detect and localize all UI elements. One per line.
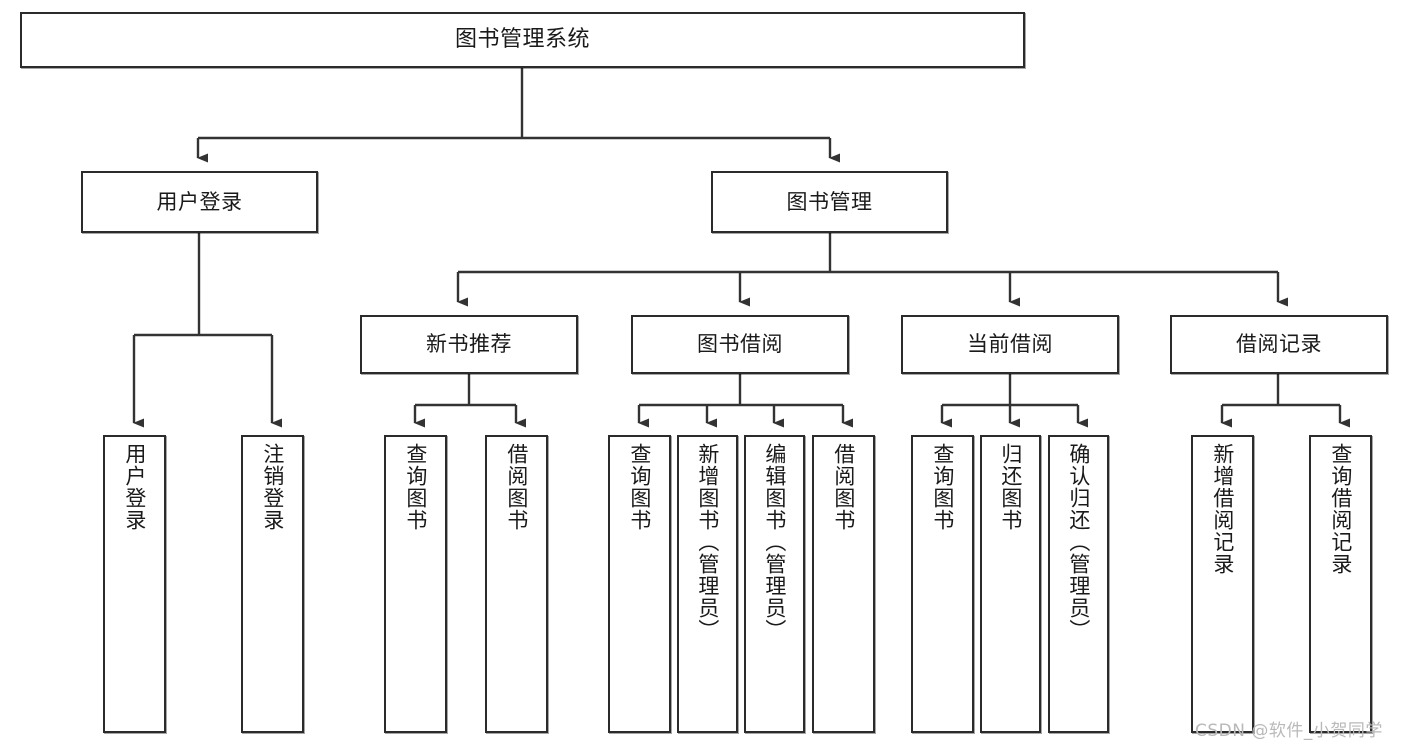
node-leaf-edit-book-label: 编辑图书（管理员）	[762, 443, 787, 641]
node-leaf-query-book-2-label: 查询图书	[627, 443, 652, 531]
node-user-login[interactable]: 用户登录	[81, 171, 318, 233]
node-book-management-label: 图书管理	[786, 189, 873, 214]
node-leaf-confirm-return-label: 确认归还（管理员）	[1066, 443, 1091, 641]
node-leaf-user-login-label: 用户登录	[122, 443, 147, 531]
node-leaf-add-book-label: 新增图书（管理员）	[695, 443, 720, 641]
node-root[interactable]: 图书管理系统	[20, 12, 1025, 68]
node-leaf-borrow-book-1-label: 借阅图书	[504, 443, 529, 531]
node-leaf-logout-login[interactable]: 注销登录	[241, 435, 304, 733]
node-current-borrow-label: 当前借阅	[967, 332, 1053, 356]
node-leaf-query-record[interactable]: 查询借阅记录	[1309, 435, 1372, 733]
node-leaf-query-book-1[interactable]: 查询图书	[384, 435, 447, 733]
node-user-login-label: 用户登录	[156, 189, 243, 214]
node-leaf-add-book[interactable]: 新增图书（管理员）	[677, 435, 738, 733]
node-leaf-return-book-label: 归还图书	[998, 443, 1023, 531]
node-leaf-return-book[interactable]: 归还图书	[980, 435, 1041, 733]
node-borrow-record[interactable]: 借阅记录	[1170, 315, 1388, 374]
node-leaf-query-book-3-label: 查询图书	[930, 443, 955, 531]
node-book-borrow-label: 图书借阅	[697, 332, 783, 356]
node-current-borrow[interactable]: 当前借阅	[901, 315, 1119, 374]
node-leaf-borrow-book-2[interactable]: 借阅图书	[812, 435, 875, 733]
node-root-label: 图书管理系统	[454, 27, 590, 52]
node-leaf-confirm-return[interactable]: 确认归还（管理员）	[1048, 435, 1109, 733]
node-leaf-logout-login-label: 注销登录	[260, 443, 285, 531]
node-leaf-edit-book[interactable]: 编辑图书（管理员）	[744, 435, 805, 733]
node-leaf-add-record-label: 新增借阅记录	[1210, 443, 1235, 575]
node-leaf-query-book-2[interactable]: 查询图书	[608, 435, 671, 733]
node-leaf-borrow-book-2-label: 借阅图书	[831, 443, 856, 531]
node-book-management[interactable]: 图书管理	[711, 171, 948, 233]
node-leaf-add-record[interactable]: 新增借阅记录	[1191, 435, 1254, 733]
node-leaf-query-book-1-label: 查询图书	[403, 443, 428, 531]
node-book-borrow[interactable]: 图书借阅	[631, 315, 849, 374]
node-new-book-recommend-label: 新书推荐	[426, 332, 512, 356]
node-leaf-query-record-label: 查询借阅记录	[1328, 443, 1353, 575]
node-leaf-query-book-3[interactable]: 查询图书	[911, 435, 974, 733]
node-new-book-recommend[interactable]: 新书推荐	[360, 315, 578, 374]
node-leaf-user-login[interactable]: 用户登录	[103, 435, 166, 733]
node-leaf-borrow-book-1[interactable]: 借阅图书	[485, 435, 548, 733]
node-borrow-record-label: 借阅记录	[1236, 332, 1322, 356]
